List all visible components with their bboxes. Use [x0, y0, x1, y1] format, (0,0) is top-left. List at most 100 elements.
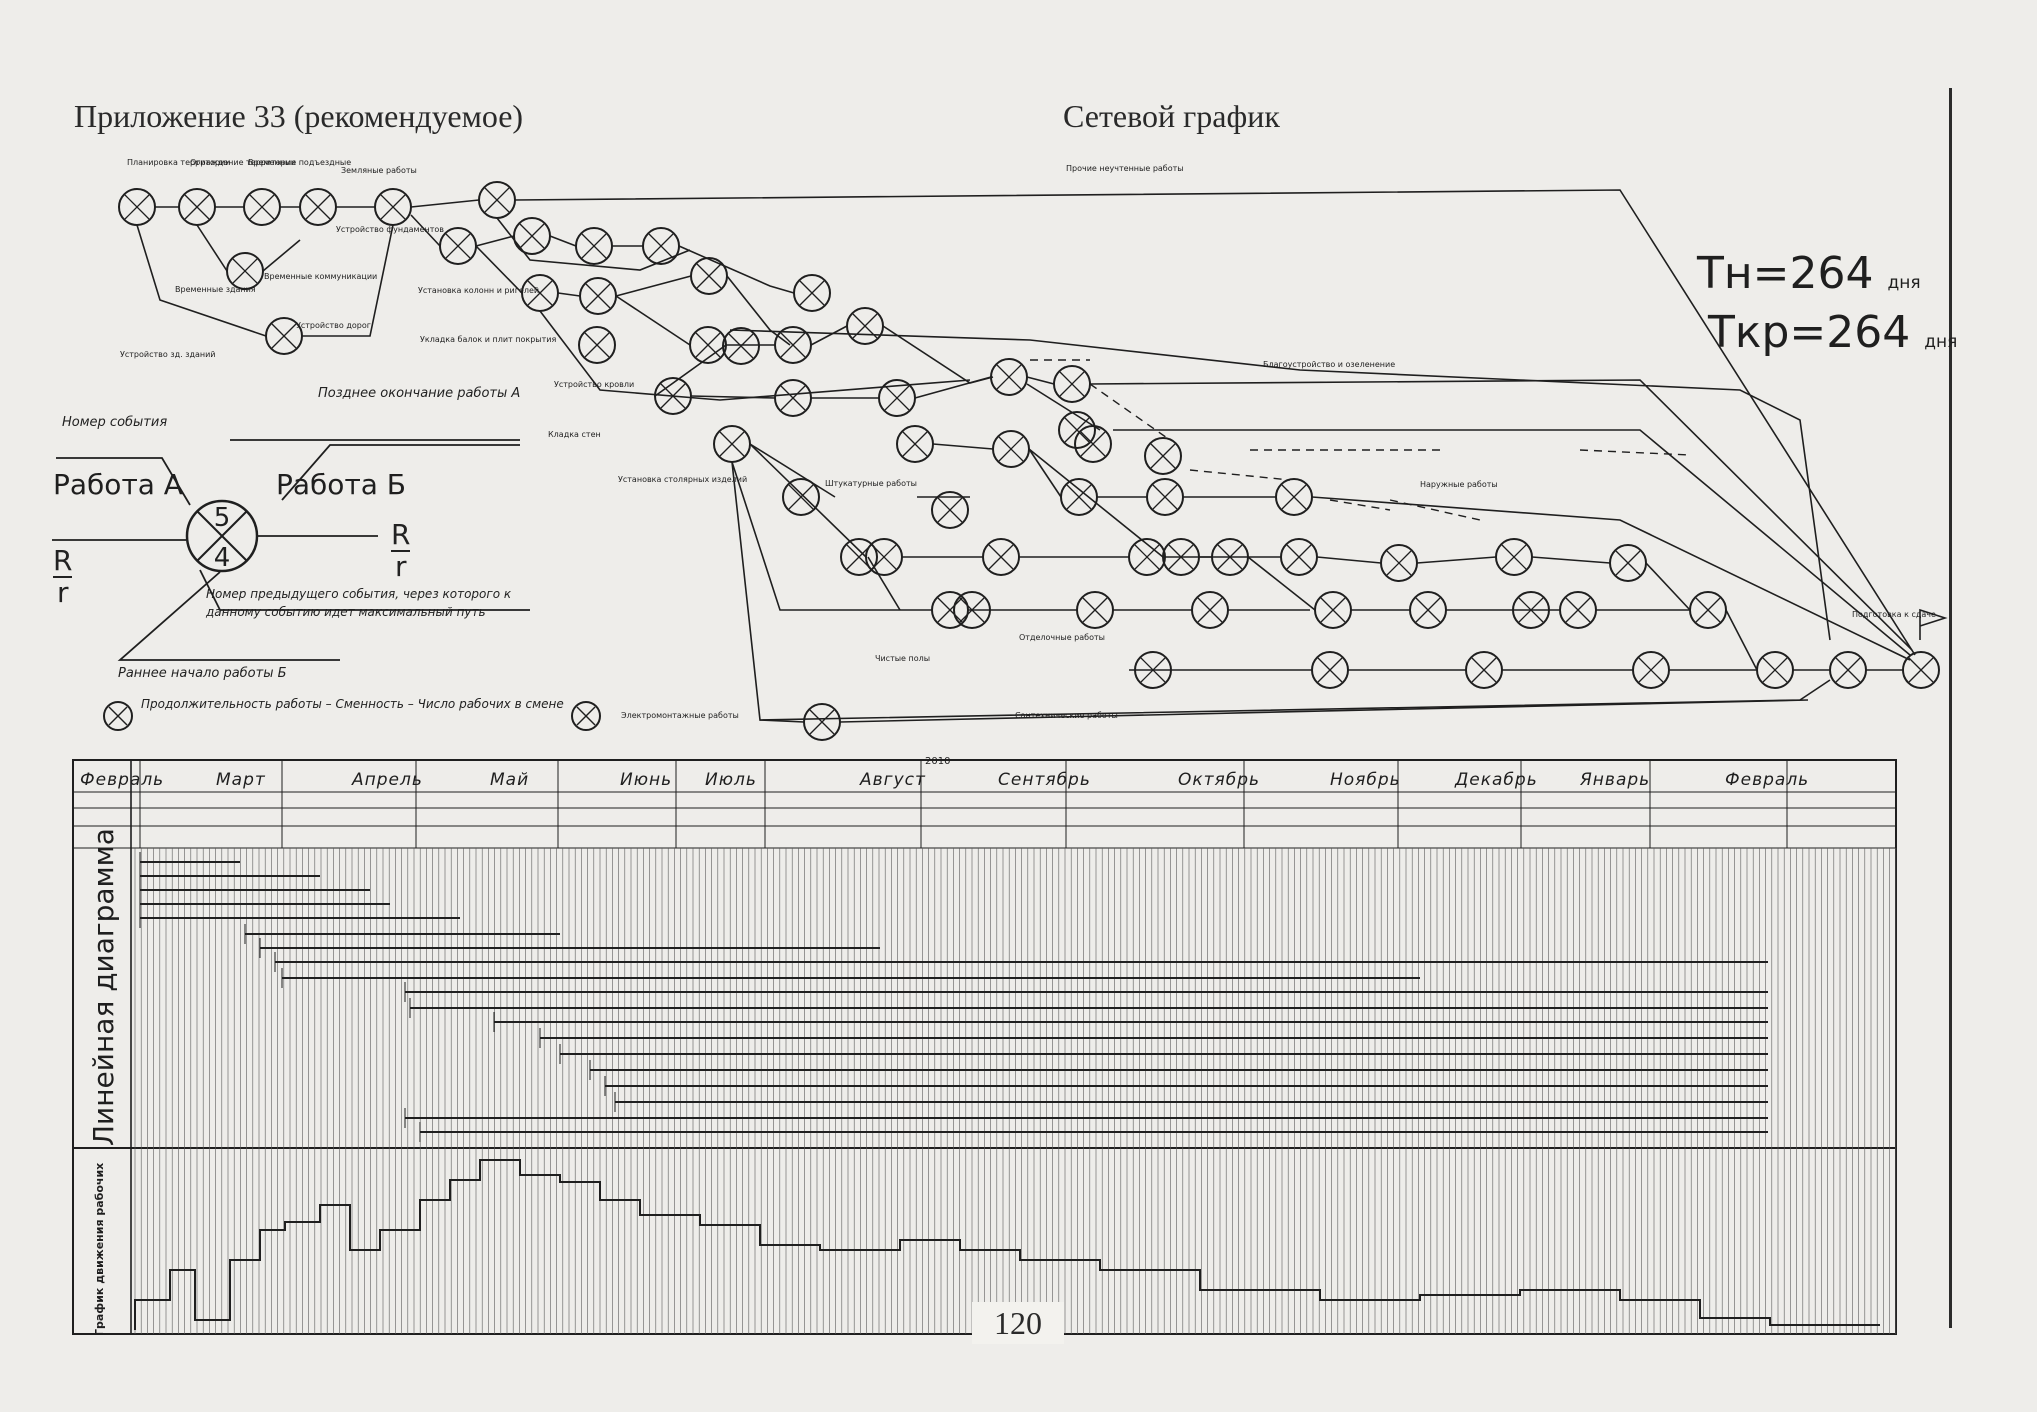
event-cross [249, 194, 275, 220]
network-label: Временные подъездные [248, 158, 351, 167]
work-a-label: Работа А [53, 468, 183, 501]
work-arrow [196, 224, 228, 272]
event-cross [1134, 544, 1160, 570]
legend-event-circle: 54 [52, 439, 530, 661]
work-arrow [1113, 429, 1911, 656]
normative-duration: Тн=264 дня [1697, 248, 1921, 299]
work-arrow [1247, 556, 1316, 611]
formula-circle [571, 701, 601, 731]
network-event-node [840, 538, 878, 576]
event-cross [380, 194, 406, 220]
work-arrow [410, 214, 441, 247]
event-cross [1150, 443, 1176, 469]
work-arrow [867, 556, 901, 611]
work-arrow [731, 461, 932, 611]
linear-diagram-label: Линейная диаграмма [87, 828, 120, 1146]
event-circle [578, 326, 616, 364]
critical-duration: Ткр=264 дня [1708, 307, 1957, 358]
work-arrow [1725, 609, 1758, 671]
tn-unit: дня [1887, 273, 1921, 293]
event-cross [988, 544, 1014, 570]
legend-circle-top-digit: 5 [214, 503, 231, 533]
event-cross [1695, 597, 1721, 623]
event-circle [931, 491, 969, 529]
work-arrow [302, 224, 394, 337]
network-label: Электромонтажные работы [621, 711, 739, 720]
event-circle [840, 538, 878, 576]
work-arrow [514, 189, 1916, 656]
formula-circle-cross [576, 706, 596, 726]
month-label: Август [860, 770, 926, 790]
event-cross [1615, 550, 1641, 576]
event-cross [585, 283, 611, 309]
work-arrow [496, 217, 691, 271]
work-arrow [654, 344, 727, 397]
event-cross [1059, 371, 1085, 397]
event-cross [445, 233, 471, 259]
event-cross [1638, 657, 1664, 683]
work-arrow [1416, 556, 1497, 564]
legend-line [117, 571, 340, 661]
formula-circle-ring [571, 701, 601, 731]
work-arrow [615, 295, 691, 346]
work-arrow [1089, 379, 1913, 651]
duration-formula: Продолжительность работы – Сменность – Ч… [141, 697, 564, 711]
work-arrow [262, 239, 301, 272]
event-cross [780, 332, 806, 358]
network-label: Благоустройство и озеленение [1263, 360, 1395, 369]
year-mark: 2010 [925, 756, 950, 767]
event-cross [305, 194, 331, 220]
network-label: Укладка балок и плит покрытия [420, 335, 556, 344]
formula-circle-cross [108, 706, 128, 726]
month-label: Март [216, 770, 266, 790]
work-arrow [729, 329, 1831, 641]
fraction-left-top: R [53, 544, 73, 577]
work-arrow [136, 224, 267, 337]
event-cross [184, 194, 210, 220]
late-finish-label: Позднее окончание работы А [318, 386, 521, 401]
month-label: Апрель [352, 770, 423, 790]
fraction-right: R r [391, 518, 411, 582]
event-cross [1152, 484, 1178, 510]
dummy-work [1189, 469, 1291, 481]
work-arrow [731, 461, 1831, 721]
network-label: Земляные работы [341, 166, 417, 175]
appendix-heading: Приложение 33 (рекомендуемое) [74, 98, 524, 134]
event-cross [1281, 484, 1307, 510]
event-cross [484, 187, 510, 213]
workers-histogram [134, 1159, 1880, 1330]
network-label: Устройство дорог [296, 321, 371, 330]
fraction-right-bottom: r [391, 550, 411, 582]
network-label: Устройство кровли [554, 380, 634, 389]
event-cross [884, 385, 910, 411]
event-cross [998, 436, 1024, 462]
tkr-value: Ткр=264 [1708, 307, 1911, 358]
network-event-node [931, 491, 969, 529]
network-label: Ограждение территории [190, 158, 296, 167]
month-label: Февраль [1725, 770, 1810, 790]
event-number-label: Номер события [62, 415, 168, 430]
network-label: Устройство зд. зданий [120, 350, 216, 359]
event-circle [722, 327, 760, 365]
event-cross [1064, 417, 1090, 443]
event-cross [1565, 597, 1591, 623]
network-label: Подготовка к сдаче [1852, 610, 1936, 619]
prev-event-note-line1: Номер предыдущего события, через которог… [206, 587, 512, 601]
tkr-unit: дня [1924, 332, 1958, 352]
month-label: Сентябрь [998, 770, 1091, 790]
network-event-node [782, 478, 820, 516]
month-label: Декабрь [1455, 770, 1538, 790]
work-arrow [557, 292, 581, 297]
work-arrow [1645, 562, 1691, 611]
event-cross [648, 233, 674, 259]
event-cross [124, 194, 150, 220]
event-cross [1415, 597, 1441, 623]
month-label: Октябрь [1178, 770, 1261, 790]
network-event-node [1144, 437, 1182, 475]
formula-circle [103, 701, 133, 731]
network-label: Установка колонн и ригелей [418, 286, 539, 295]
fraction-right-top: R [391, 518, 411, 551]
dummy-work [1389, 499, 1481, 521]
event-cross [519, 223, 545, 249]
